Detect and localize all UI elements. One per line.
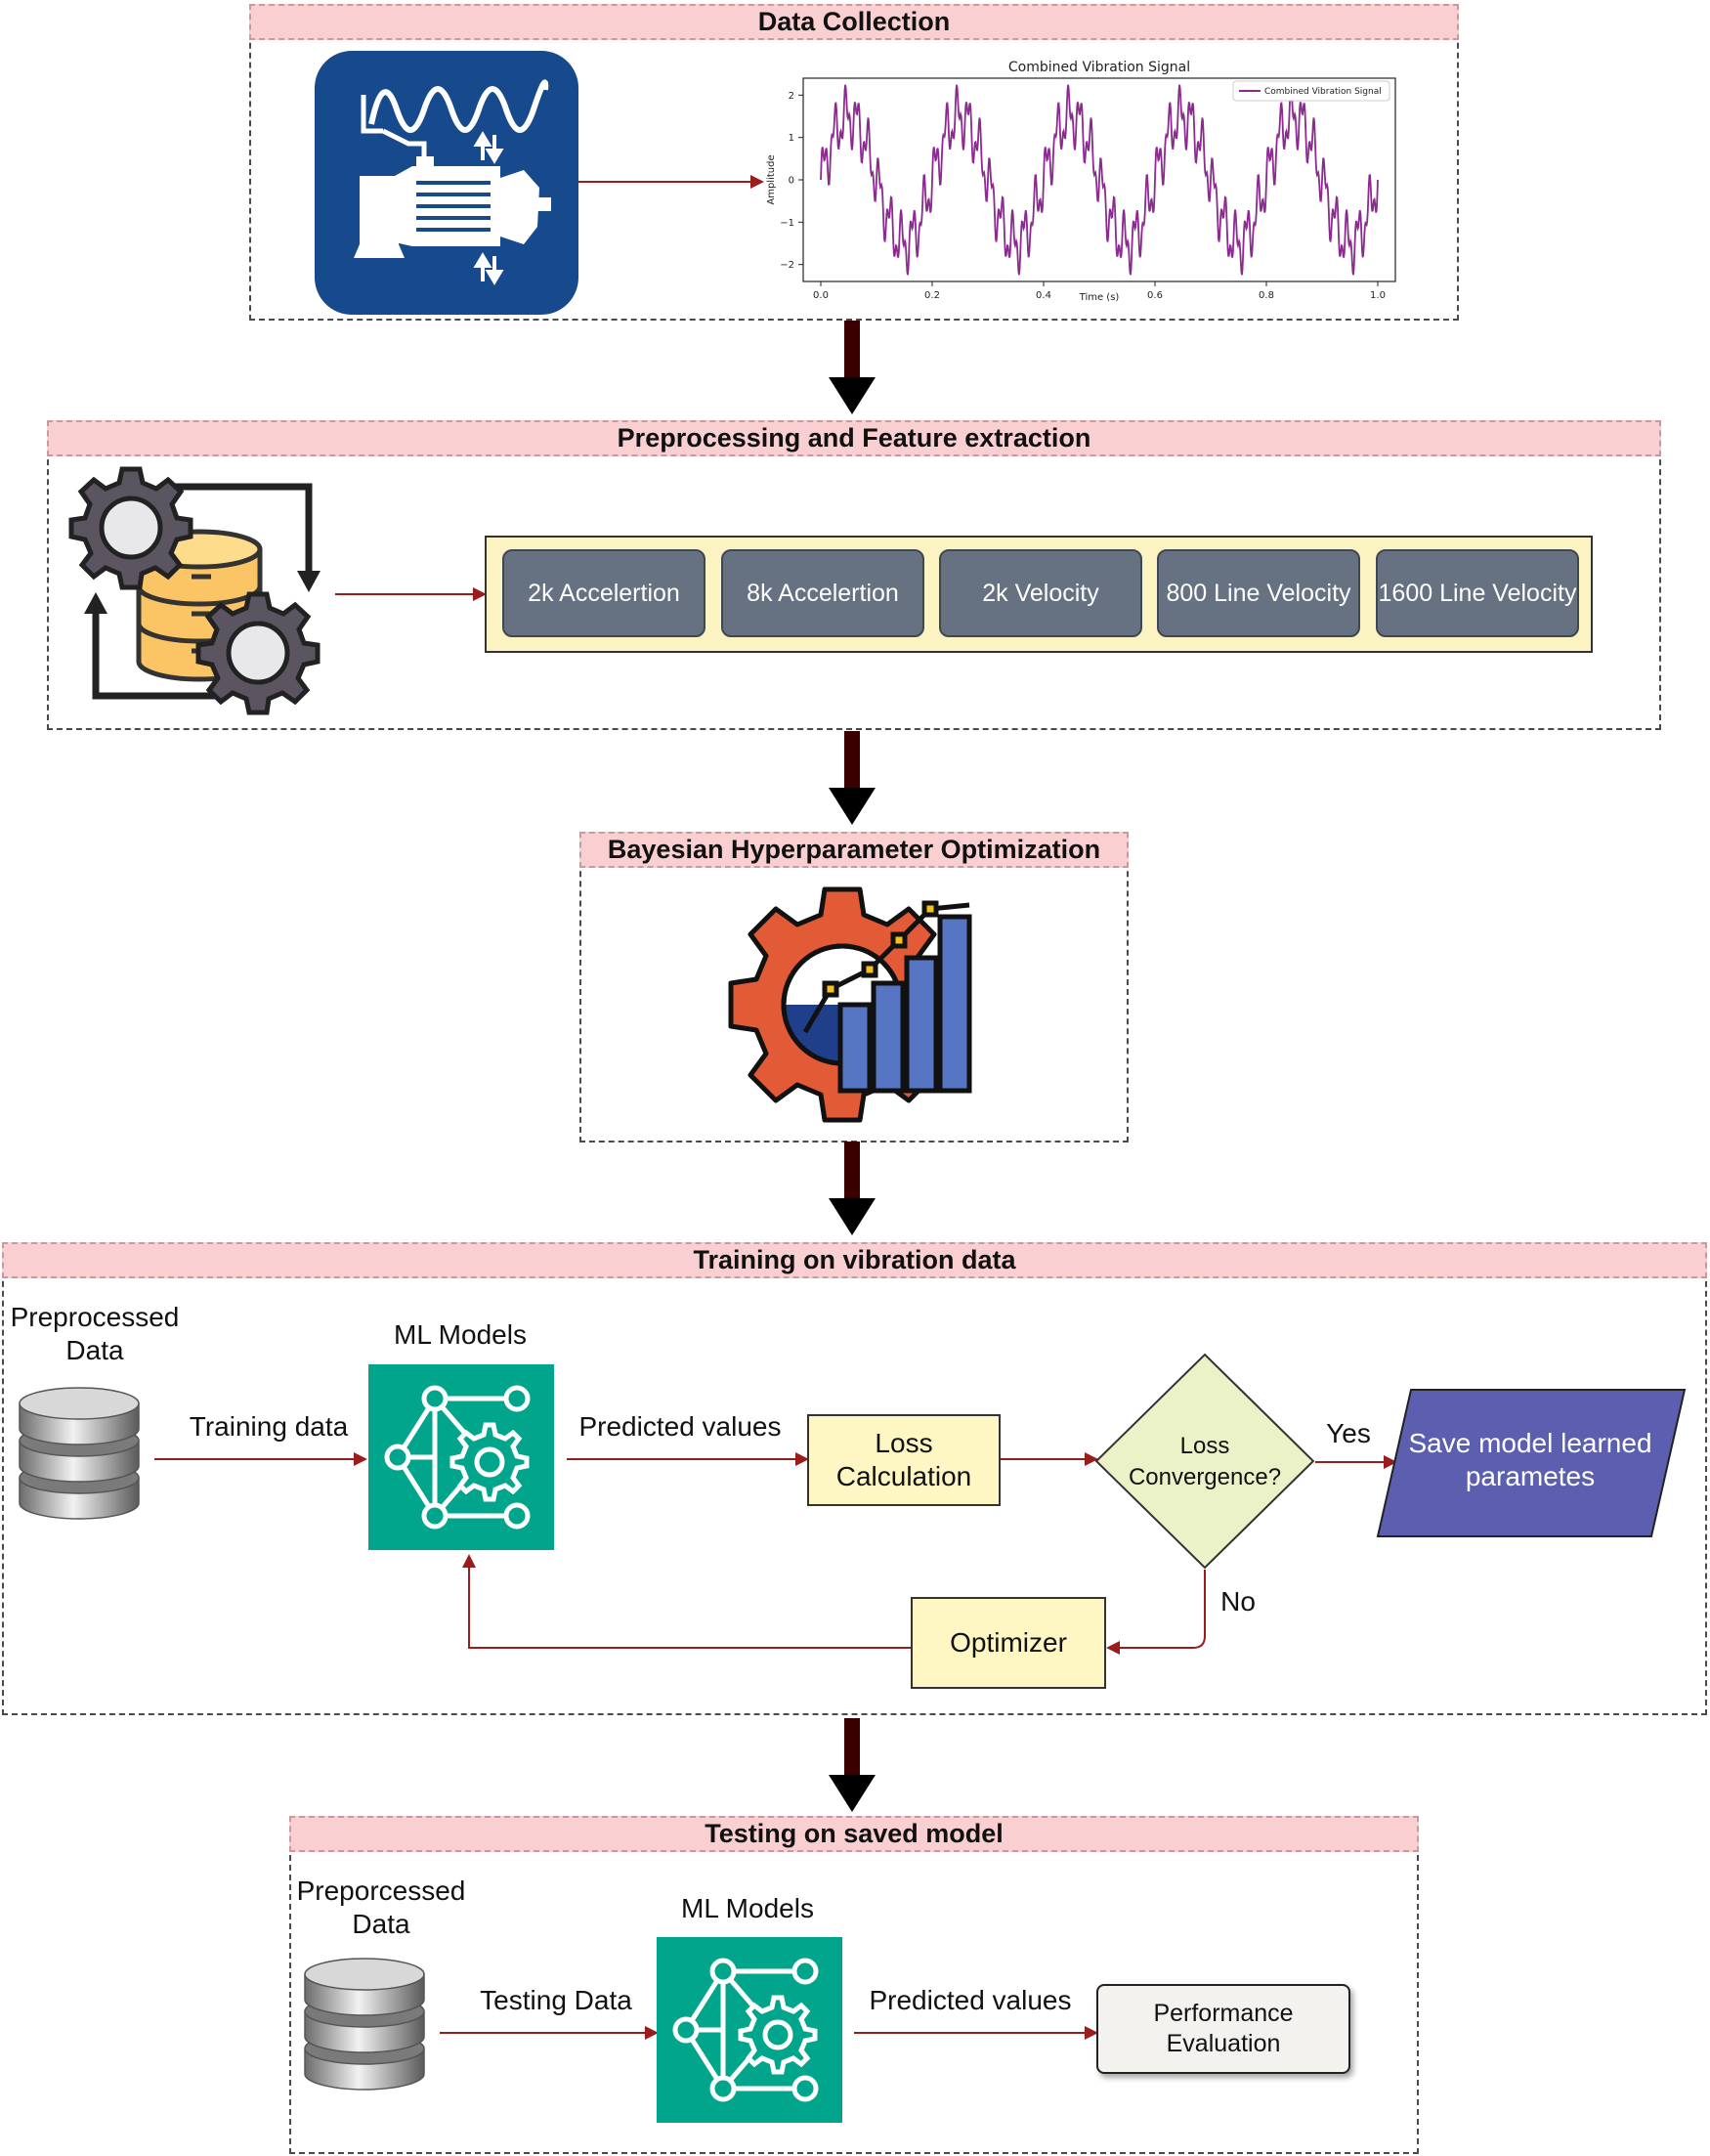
pump-sensor-icon	[315, 51, 578, 315]
save-parameters-text: Save model learned parametes	[1408, 1428, 1652, 1491]
feature-1600-line-velocity: 1600 Line Velocity	[1376, 549, 1579, 637]
ml-to-performance-arrow	[854, 2026, 1098, 2040]
x-tick-label: 0.4	[1036, 290, 1051, 301]
y-tick-label: 0	[789, 176, 794, 187]
legend-box	[1232, 80, 1390, 102]
neural-network-gear-icon	[368, 1364, 554, 1550]
x-tick-label: 0.6	[1147, 290, 1163, 301]
optimizer-text: Optimizer	[950, 1627, 1067, 1658]
arrow-down-4	[829, 1718, 876, 1812]
gear-bar-chart-icon	[728, 886, 972, 1123]
database-icon	[19, 1387, 140, 1520]
loss-calculation-text: Loss Calculation	[835, 1428, 972, 1491]
feedback-loop-arrows	[468, 1560, 1206, 1655]
x-tick-label: 0.2	[924, 290, 940, 301]
preprocessing-title: Preprocessing and Feature extraction	[47, 420, 1661, 456]
bayesian-title: Bayesian Hyperparameter Optimization	[579, 832, 1129, 868]
optimizer-to-ml-arrowhead	[462, 1554, 476, 1568]
ml-models-label: ML Models	[681, 1893, 814, 1923]
x-tick-label: 0.8	[1259, 290, 1274, 301]
save-parameters-parallelogram	[1376, 1389, 1687, 1537]
optimizer-box: Optimizer	[911, 1597, 1106, 1689]
feature-strip: 2k Accelertion 8k Accelertion 2k Velocit…	[485, 536, 1593, 653]
yes-label: Yes	[1326, 1418, 1371, 1448]
y-tick-label: 2	[789, 91, 794, 102]
y-tick-label: −1	[780, 218, 794, 229]
chart-title: Combined Vibration Signal	[1008, 60, 1190, 75]
training-data-label: Preprocessed Data	[10, 1302, 180, 1365]
y-axis-label: Amplitude	[766, 154, 777, 204]
ml-models-label: ML Models	[394, 1319, 527, 1350]
ml-to-loss-arrow	[567, 1452, 809, 1466]
test-data-to-ml-arrow	[440, 2026, 659, 2040]
y-tick-label: 1	[789, 133, 794, 144]
data-collection-title: Data Collection	[249, 4, 1459, 40]
feature-8k-acceleration: 8k Accelertion	[721, 549, 924, 637]
x-tick-label: 1.0	[1370, 290, 1386, 301]
performance-evaluation-text: Performance Evaluation	[1153, 2000, 1294, 2057]
no-label: No	[1220, 1586, 1256, 1617]
decision-to-save-arrow	[1315, 1455, 1397, 1469]
edge-predicted-values: Predicted values	[578, 1411, 782, 1442]
legend-entry: Combined Vibration Signal	[1264, 87, 1382, 97]
edge-predicted-values-test: Predicted values	[869, 1985, 1072, 2015]
edge-testing-data: Testing Data	[480, 1985, 632, 2015]
y-tick-label: −2	[780, 260, 794, 271]
series-line-combined-vibration	[820, 84, 1379, 276]
feature-2k-velocity: 2k Velocity	[939, 549, 1142, 637]
feature-2k-acceleration: 2k Accelertion	[502, 549, 705, 637]
feature-800-line-velocity: 800 Line Velocity	[1157, 549, 1360, 637]
decision-text: Loss Convergence?	[1128, 1433, 1282, 1490]
convergence-decision-diamond	[1094, 1353, 1315, 1570]
loss-calculation-box: Loss Calculation	[807, 1414, 1001, 1506]
training-title: Training on vibration data	[2, 1242, 1707, 1278]
preprocess-to-features-arrow	[335, 587, 487, 601]
arrow-down-1	[829, 321, 876, 414]
testing-title: Testing on saved model	[289, 1816, 1419, 1852]
loss-to-decision-arrow	[1001, 1452, 1098, 1466]
arrow-down-3	[829, 1142, 876, 1235]
gears-database-icon	[68, 466, 321, 715]
x-tick-label: 0.0	[813, 290, 829, 301]
database-icon	[304, 1958, 425, 2091]
arrow-down-2	[829, 731, 876, 825]
edge-training-data: Training data	[189, 1411, 349, 1442]
pump-to-signal-arrow	[578, 175, 764, 189]
vibration-chart: Combined Vibration Signal Amplitude Time…	[766, 60, 1396, 303]
performance-evaluation-box: Performance Evaluation	[1096, 1984, 1350, 2074]
neural-network-gear-icon	[657, 1937, 842, 2123]
x-axis-label: Time (s)	[1079, 292, 1120, 303]
data-to-ml-arrow	[154, 1452, 367, 1466]
testing-data-label: Preporcessed Data	[296, 1876, 466, 1939]
